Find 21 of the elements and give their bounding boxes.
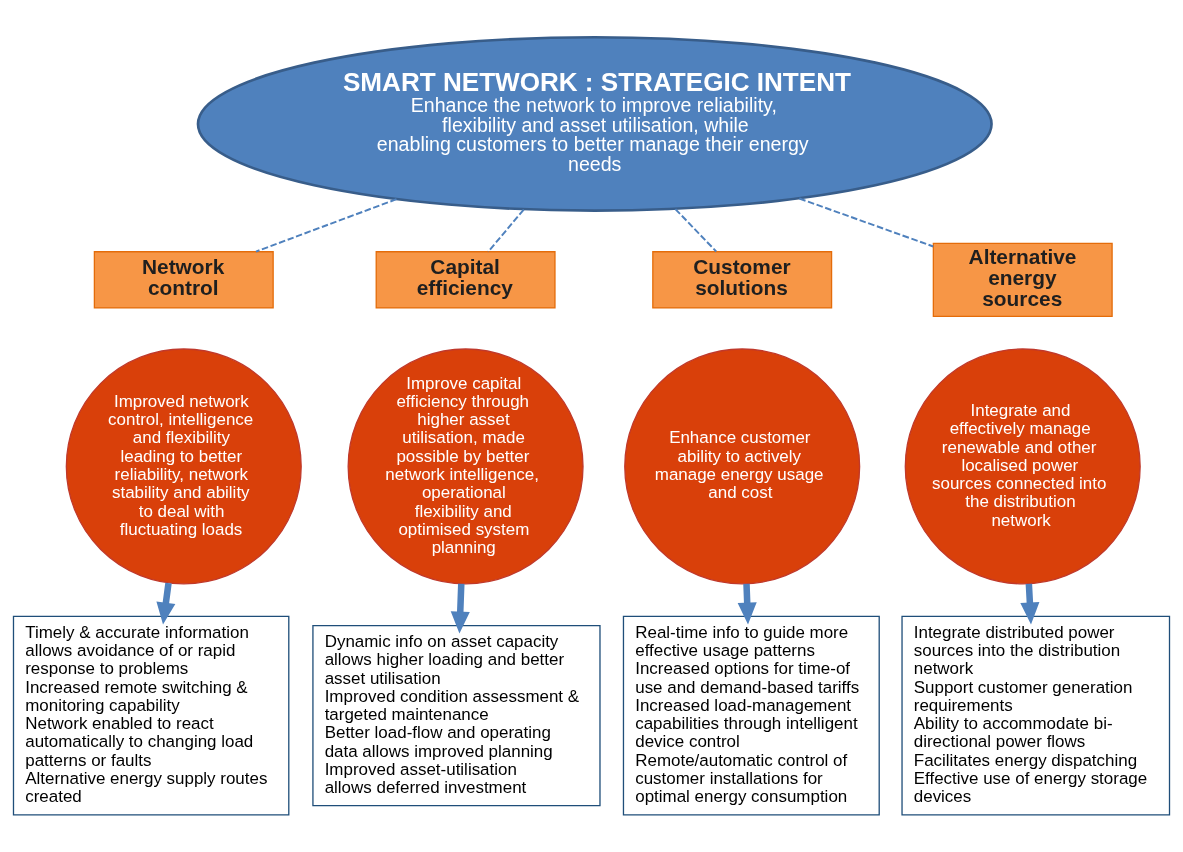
node-circle: Improved network control, intelligence and flexibility leading to better reliability, network stability and ability to deal with fluctuating loads bbox=[65, 348, 302, 585]
node-circle: Enhance customer ability to actively manage energy usage and cost bbox=[624, 348, 861, 585]
arrow bbox=[156, 582, 176, 625]
node-circle: Improve capital efficiency through higher asset utilisation, made possible by better network intelligence, operational flexibility and optimised system planning bbox=[347, 348, 584, 585]
connector bbox=[798, 197, 935, 248]
node-box: Alternative energy sources bbox=[932, 242, 1113, 317]
node-circle: Integrate and effectively manage renewable and other localised power sources connected into the distribution network bbox=[904, 348, 1141, 585]
node-box: Capital efficiency bbox=[375, 251, 556, 309]
node-box: Dynamic info on asset capacity allows higher loading and better asset utilisation Improved condition assessment & targeted maintenance Better load-flow and operating data allows improved planning Improved asset-utilisation allows deferred investment bbox=[312, 624, 601, 807]
node-box: Network control bbox=[93, 251, 274, 309]
arrow bbox=[1020, 583, 1040, 625]
node-box: Real-time info to guide more effective usage patterns Increased options for time-of use and demand-based tariffs Increased load-management capabilities through intelligent device control Remote/automatic control of customer installations for optimal energy consumption bbox=[622, 615, 880, 816]
connector bbox=[487, 208, 525, 253]
connector bbox=[674, 208, 718, 253]
arrow bbox=[737, 583, 757, 625]
arrow bbox=[450, 583, 470, 634]
node-ellipse: SMART NETWORK : STRATEGIC INTENT Enhance the network to improve reliability, flexibility and asset utilisation, while enabling customers to better manage their energy needs bbox=[196, 35, 993, 212]
node-box: Customer solutions bbox=[652, 251, 833, 309]
node-box: Integrate distributed power sources into the distribution network Support customer generation requirements Ability to accommodate bi-directional power flows Facilitates energy dispatching Effective use of energy storage devices bbox=[901, 615, 1171, 816]
node-box: Timely & accurate information allows avoidance of or rapid response to problems Increased remote switching & monitoring capability Network enabled to react automatically to changing load patterns or faults Alternative energy supply routes created bbox=[12, 615, 290, 816]
connector bbox=[254, 198, 398, 253]
